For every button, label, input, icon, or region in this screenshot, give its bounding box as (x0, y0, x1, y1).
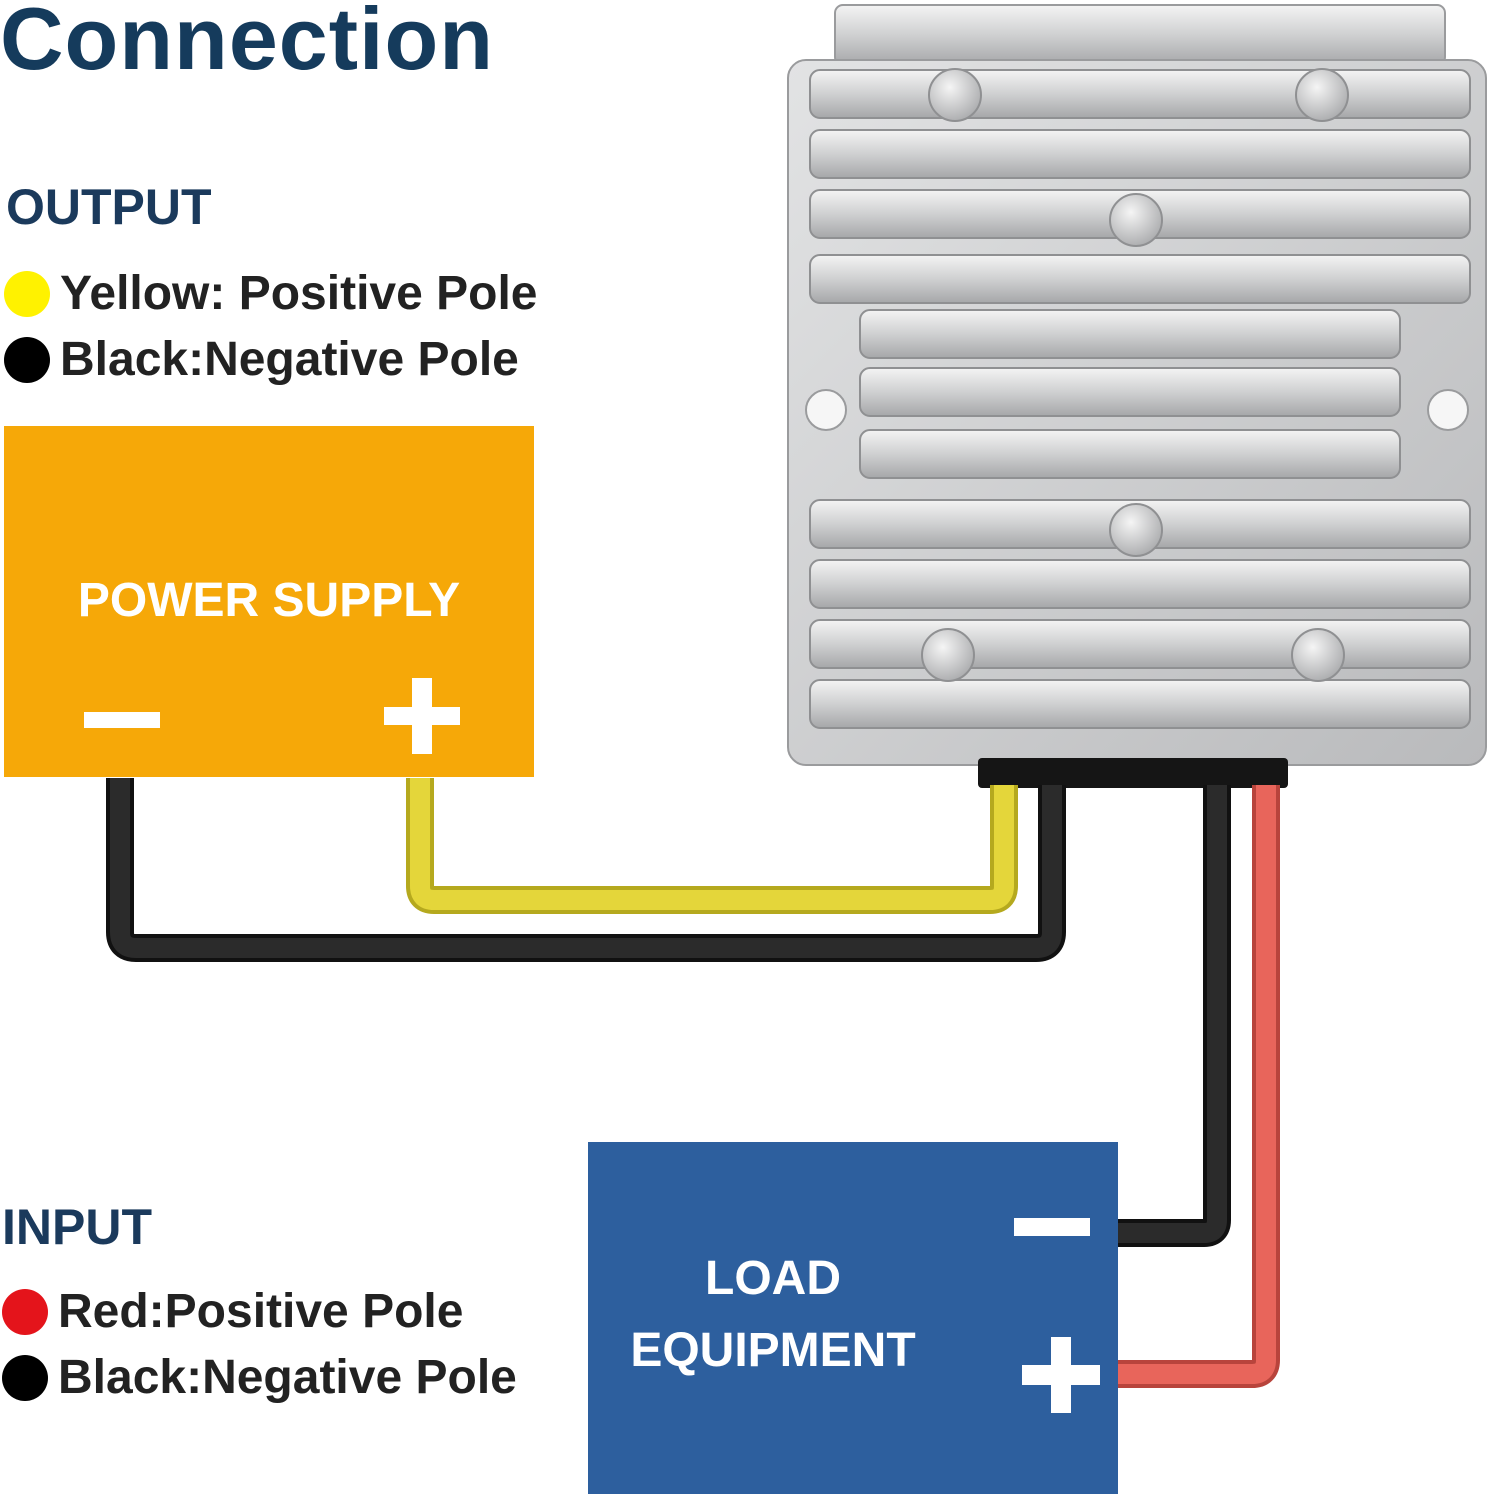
plus-icon-vertical (412, 678, 432, 754)
heatsink-fin (809, 129, 1471, 179)
screw-icon (921, 628, 975, 682)
input-red-wire (1118, 785, 1280, 1388)
output-black-wire (106, 778, 1066, 962)
screw-icon (1109, 193, 1163, 247)
cable-grommet (978, 758, 1288, 788)
black-dot-icon (4, 336, 50, 383)
load-label-line1: LOAD (705, 1252, 841, 1305)
legend-label: Black:Negative Pole (58, 1351, 517, 1404)
heatsink-fin (809, 254, 1471, 304)
minus-icon (1014, 1218, 1090, 1236)
heatsink-fin (859, 429, 1401, 479)
converter-module (787, 4, 1487, 788)
heatsink-fin (809, 559, 1471, 609)
black-dot-icon (2, 1354, 48, 1401)
power-supply-label: POWER SUPPLY (77, 574, 461, 627)
legend-label: Black:Negative Pole (60, 333, 519, 386)
screw-icon (1291, 628, 1345, 682)
legend-output-black: Black:Negative Pole (4, 332, 519, 387)
heatsink-fin (809, 69, 1471, 119)
red-dot-icon (2, 1288, 48, 1335)
legend-input-red: Red:Positive Pole (2, 1284, 463, 1339)
yellow-dot-icon (4, 270, 50, 317)
heatsink-fin (809, 679, 1471, 729)
heatsink-fin (809, 619, 1471, 669)
output-yellow-wire (406, 778, 1018, 914)
power-supply-box: POWER SUPPLY (4, 426, 534, 777)
screw-icon (1109, 503, 1163, 557)
input-black-wire (1118, 785, 1231, 1247)
minus-icon (84, 712, 160, 728)
load-label-line2: EQUIPMENT (630, 1324, 916, 1377)
heatsink-fin (859, 367, 1401, 417)
mount-hole-icon (805, 389, 847, 431)
output-heading: OUTPUT (6, 179, 212, 235)
heatsink-fin (859, 309, 1401, 359)
load-equipment-box: LOAD EQUIPMENT (588, 1142, 1118, 1494)
input-heading: INPUT (2, 1199, 152, 1255)
legend-input-black: Black:Negative Pole (2, 1350, 517, 1405)
legend-label: Red:Positive Pole (58, 1285, 464, 1338)
screw-icon (928, 68, 982, 122)
legend-label: Yellow: Positive Pole (60, 267, 538, 320)
page-title: Connection (0, 0, 494, 88)
mount-hole-icon (1427, 389, 1469, 431)
screw-icon (1295, 68, 1349, 122)
legend-output-yellow: Yellow: Positive Pole (4, 266, 538, 321)
plus-icon-vertical (1051, 1337, 1071, 1413)
